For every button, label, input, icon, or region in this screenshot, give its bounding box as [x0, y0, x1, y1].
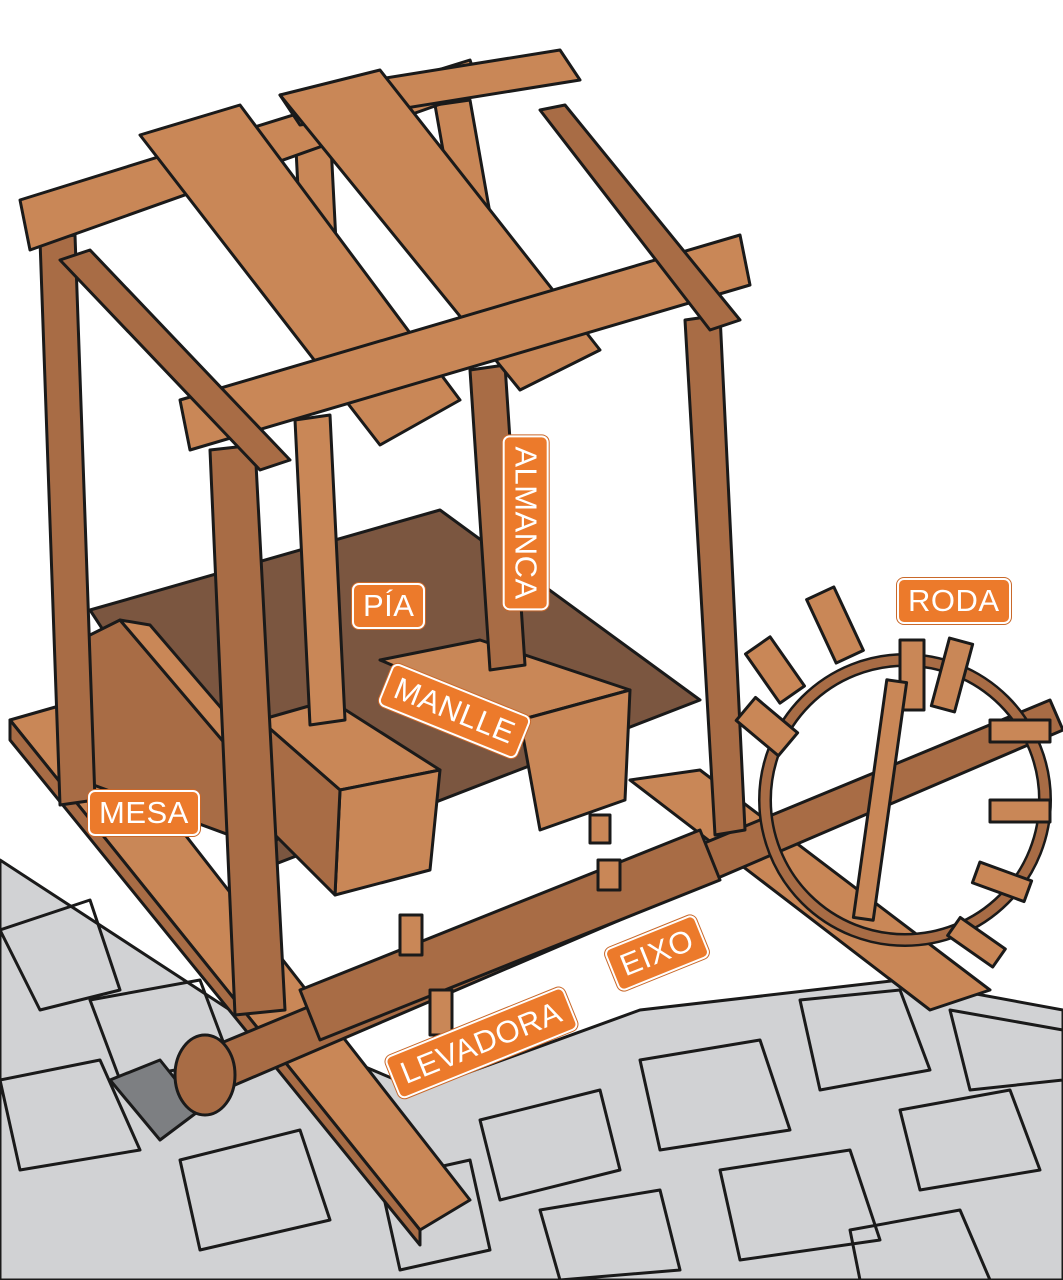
water-wheel-roda — [734, 585, 1052, 969]
label-roda: RODA — [897, 578, 1011, 624]
handle-left — [293, 413, 347, 727]
post-right — [683, 313, 747, 837]
side-rail-right — [538, 103, 742, 332]
side-rail-left — [58, 248, 292, 472]
label-almanca: ALMANCA — [502, 435, 549, 611]
top-beam-front — [178, 233, 752, 452]
label-pia: PÍA — [352, 583, 426, 629]
label-mesa: MESA — [88, 790, 200, 836]
